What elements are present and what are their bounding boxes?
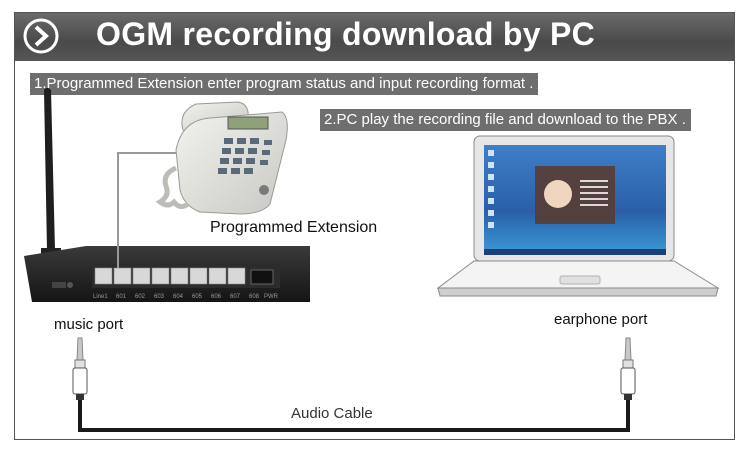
step-1-text: 1.Programmed Extension enter program sta… [30,73,539,95]
port-label-605: 605 [192,294,203,300]
port-label-601: 601 [116,294,127,300]
laptop [436,135,720,297]
title-bar [15,13,734,61]
pbx-port-labels: Line1 601 602 603 604 605 606 607 608 PW… [93,294,279,300]
right-audio-jack [620,337,636,400]
port-label-607: 607 [230,294,241,300]
phone-line [117,152,200,268]
port-label-pwr: PWR [264,294,279,300]
port-label-608: 608 [249,294,260,300]
earphone-port-label: earphone port [554,311,648,328]
audio-cable-label: Audio Cable [291,405,373,422]
programmed-extension-label: Programmed Extension [210,219,378,236]
port-label-606: 606 [211,294,222,300]
port-label-604: 604 [173,294,184,300]
port-label-line1: Line1 [93,294,108,300]
pbx-device [24,246,310,302]
step-2-text: 2.PC play the recording file and downloa… [320,109,691,131]
audio-cable [78,395,630,432]
chevron-right-circle-icon [23,18,59,54]
port-label-602: 602 [135,294,146,300]
left-audio-jack [72,337,88,400]
port-label-603: 603 [154,294,165,300]
music-port-label: music port [54,316,124,333]
page-title: OGM recording download by PC [96,16,596,52]
telephone [155,101,288,215]
